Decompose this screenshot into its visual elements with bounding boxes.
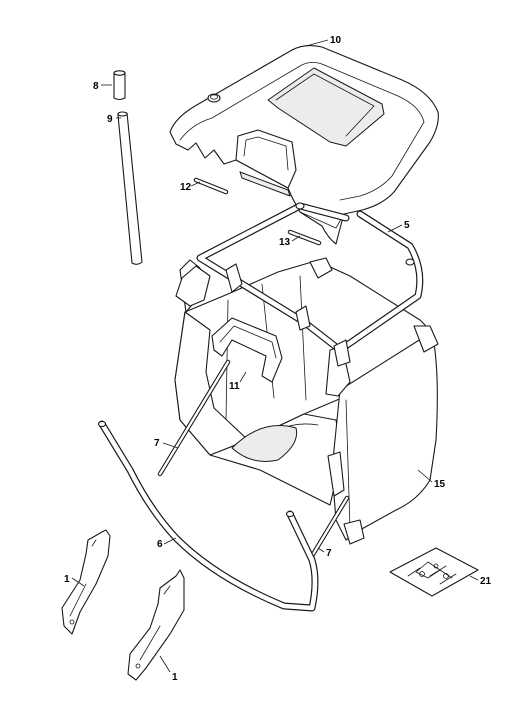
part-10-lid (169, 44, 439, 245)
callout-12: 12 (180, 182, 192, 193)
part-21-hardware-kit (389, 547, 479, 597)
part-1-bracket-right (127, 569, 185, 681)
part-6-lower-frame (97, 420, 319, 612)
callout-11: 11 (229, 381, 240, 392)
part-9-tube (117, 111, 143, 265)
callout-1-upper: 1 (64, 574, 70, 585)
callout-7-right: 7 (326, 548, 332, 559)
callout-13: 13 (279, 237, 291, 248)
callout-10: 10 (330, 35, 342, 46)
leader-lines (71, 39, 479, 673)
callout-5: 5 (404, 220, 410, 231)
part-12-rod (193, 177, 229, 195)
callout-8: 8 (93, 81, 99, 92)
callout-1-lower: 1 (172, 672, 178, 683)
part-11-bracket (211, 317, 283, 383)
part-13-rod (287, 229, 322, 246)
callout-6: 6 (157, 539, 163, 550)
part-15-bag (174, 257, 439, 545)
part-8-cap (113, 70, 126, 101)
part-1-bracket-left (61, 529, 111, 635)
callout-labels: 10 8 9 12 13 5 11 7 15 6 7 21 1 1 (64, 35, 492, 683)
callout-21: 21 (480, 576, 492, 587)
callout-7-left: 7 (154, 438, 160, 449)
part-7-rod-right (309, 495, 350, 559)
callout-9: 9 (107, 114, 113, 125)
part-7-rod-left (157, 359, 231, 477)
part-5-upper-frame (175, 202, 424, 367)
callout-15: 15 (434, 479, 446, 490)
